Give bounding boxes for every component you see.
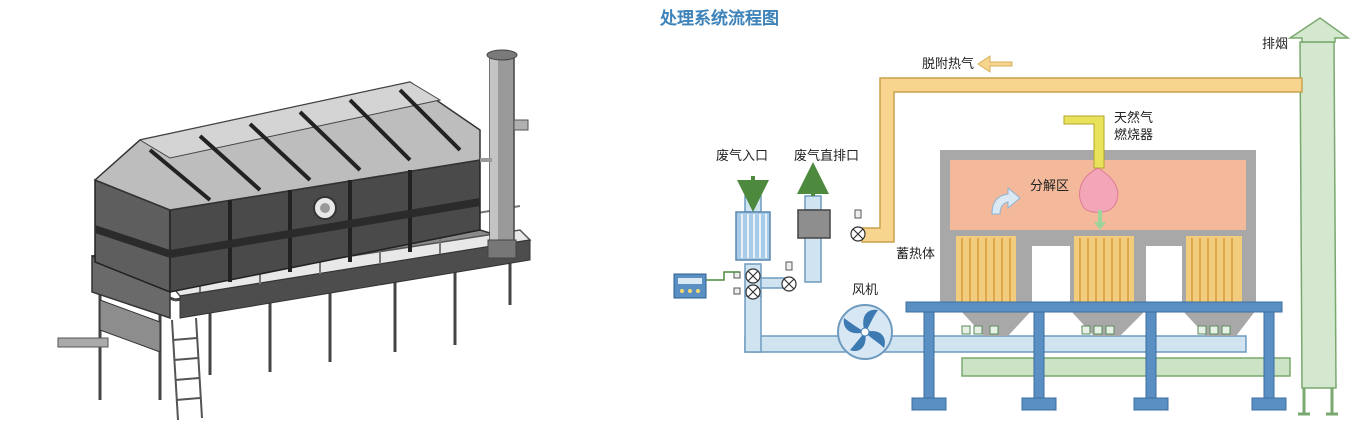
base-beam <box>961 357 1291 377</box>
diagram-title: 处理系统流程图 <box>659 8 779 29</box>
label-burner: 燃烧器 <box>1114 127 1153 143</box>
gas-pipe <box>1063 115 1105 169</box>
flow-arrow-icon <box>977 55 1013 73</box>
label-desorption-gas: 脱附热气 <box>922 56 974 72</box>
chimney <box>1287 17 1351 416</box>
flow-arrow-icon <box>1094 210 1106 230</box>
heat-storage-beds <box>956 236 1242 308</box>
filter-icon <box>735 211 771 261</box>
valve-icon <box>745 226 866 300</box>
fan-icon <box>837 304 893 360</box>
collector-duct <box>744 335 1247 353</box>
label-decomposition-zone: 分解区 <box>1030 179 1069 194</box>
bypass-box <box>797 209 831 239</box>
control-panel-icon <box>673 271 740 299</box>
label-waste-gas-inlet: 废气入口 <box>716 148 768 164</box>
label-exhaust: 排烟 <box>1262 37 1288 52</box>
label-waste-gas-bypass: 废气直排口 <box>794 148 859 164</box>
equipment-illustration <box>57 49 532 421</box>
desorption-pipe <box>861 77 1303 243</box>
flow-arrow-icon <box>991 186 1021 215</box>
label-fan: 风机 <box>852 283 878 298</box>
label-natural-gas: 天然气 <box>1114 110 1153 126</box>
label-heat-storage: 蓄热体 <box>896 247 935 262</box>
support-frame <box>905 301 1287 411</box>
